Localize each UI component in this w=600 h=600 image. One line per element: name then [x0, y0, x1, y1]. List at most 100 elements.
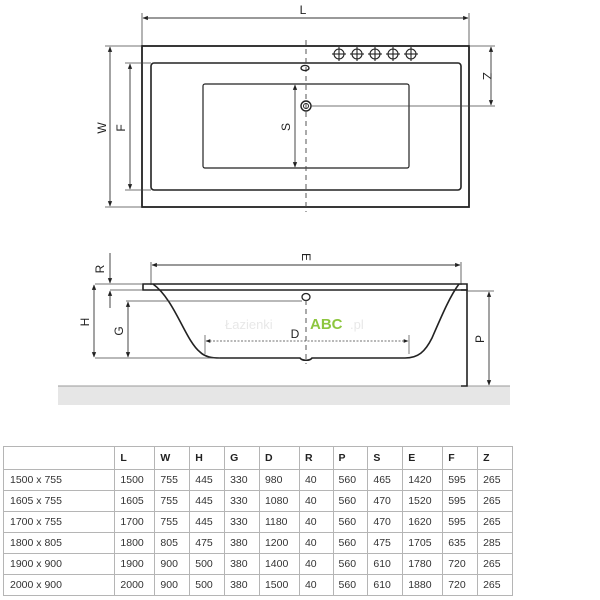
cell-value: 1180 [258, 511, 300, 533]
header-size [2, 446, 116, 470]
cell-value: 900 [154, 574, 191, 596]
watermark-suffix: .pl [350, 317, 364, 332]
cell-value: 2000 [114, 574, 156, 596]
cell-value: 500 [189, 574, 226, 596]
tap-hole-icon [368, 47, 382, 61]
header-g: G [224, 446, 260, 470]
cell-value: 1500 [114, 469, 156, 491]
overflow-icon [300, 64, 310, 72]
tap-hole-icon [386, 47, 400, 61]
cell-value: 635 [442, 532, 479, 554]
cell-value: 900 [154, 553, 191, 575]
cell-value: 285 [477, 532, 513, 554]
cell-size: 2000 x 900 [2, 574, 116, 596]
watermark-faint-text: Łazienki [225, 317, 273, 332]
header-l: L [114, 446, 156, 470]
cell-value: 445 [189, 511, 226, 533]
label-p: P [473, 335, 487, 343]
header-z: Z [477, 446, 513, 470]
cell-value: 265 [477, 574, 513, 596]
cell-value: 610 [367, 574, 404, 596]
cell-size: 1800 x 805 [2, 532, 116, 554]
cell-value: 1080 [258, 490, 300, 512]
cell-value: 40 [298, 532, 334, 554]
header-e: E [402, 446, 444, 470]
label-w: W [95, 122, 109, 134]
cell-value: 470 [367, 490, 404, 512]
cell-value: 465 [367, 469, 404, 491]
cell-value: 380 [224, 553, 260, 575]
cell-value: 1880 [402, 574, 444, 596]
tap-hole-icon [350, 47, 364, 61]
tub-body-profile [152, 283, 460, 362]
cell-value: 1200 [258, 532, 300, 554]
label-g: G [112, 326, 126, 335]
cell-value: 1605 [114, 490, 156, 512]
cell-value: 445 [189, 490, 226, 512]
cell-value: 1420 [402, 469, 444, 491]
top-view: L W F S [95, 3, 495, 212]
label-l: L [300, 3, 307, 17]
cell-value: 1780 [402, 553, 444, 575]
cell-value: 595 [442, 490, 479, 512]
cell-value: 595 [442, 511, 479, 533]
cell-value: 380 [224, 532, 260, 554]
cell-value: 755 [154, 469, 191, 491]
cell-size: 1900 x 900 [2, 553, 116, 575]
cell-value: 330 [224, 469, 260, 491]
cell-value: 265 [477, 553, 513, 575]
cell-value: 1900 [114, 553, 156, 575]
cell-value: 755 [154, 490, 191, 512]
cell-value: 720 [442, 574, 479, 596]
cell-value: 1705 [402, 532, 444, 554]
header-r: R [298, 446, 334, 470]
cell-value: 755 [154, 511, 191, 533]
cell-value: 40 [298, 469, 334, 491]
cell-value: 475 [367, 532, 404, 554]
cell-value: 500 [189, 553, 226, 575]
cell-value: 265 [477, 469, 513, 491]
header-d: D [258, 446, 300, 470]
label-z: Z [480, 72, 494, 79]
cell-value: 445 [189, 469, 226, 491]
overflow-side-icon [301, 292, 311, 302]
cell-value: 1620 [402, 511, 444, 533]
cell-value: 40 [298, 511, 334, 533]
label-e: E [299, 253, 313, 261]
cell-value: 1520 [402, 490, 444, 512]
cell-value: 40 [298, 553, 334, 575]
cell-value: 560 [332, 469, 369, 491]
tap-holes [332, 47, 418, 61]
cell-value: 560 [332, 511, 369, 533]
cell-size: 1605 x 755 [2, 490, 116, 512]
header-s: S [367, 446, 404, 470]
cell-value: 1400 [258, 553, 300, 575]
cell-value: 1700 [114, 511, 156, 533]
cell-value: 560 [332, 532, 369, 554]
cell-value: 560 [332, 490, 369, 512]
cell-value: 980 [258, 469, 300, 491]
tub-outer-rim [141, 45, 470, 208]
label-d: D [291, 327, 300, 341]
header-f: F [442, 446, 479, 470]
header-p: P [332, 446, 369, 470]
cell-value: 330 [224, 511, 260, 533]
cell-value: 330 [224, 490, 260, 512]
support-panel [461, 289, 468, 387]
cell-value: 475 [189, 532, 226, 554]
label-h: H [78, 318, 92, 327]
tub-rim-profile [142, 283, 468, 291]
cell-value: 1500 [258, 574, 300, 596]
cell-size: 1700 x 755 [2, 511, 116, 533]
side-view: E D R H G P Łazienki A [58, 253, 510, 405]
cell-value: 560 [332, 574, 369, 596]
watermark-brand-text: ABC [310, 316, 343, 333]
cell-value: 720 [442, 553, 479, 575]
label-s: S [279, 123, 293, 131]
